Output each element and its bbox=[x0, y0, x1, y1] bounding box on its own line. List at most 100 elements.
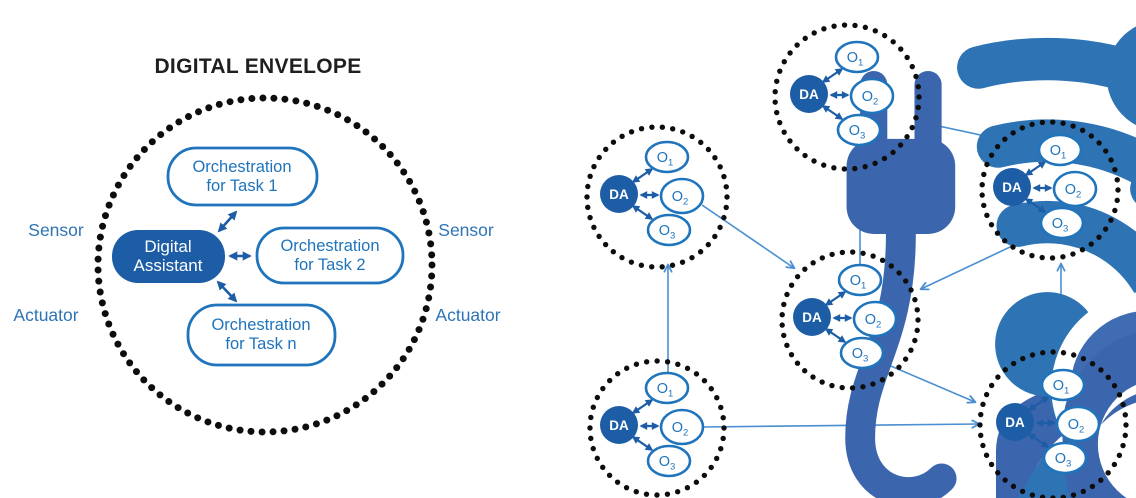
orchestrator-label: O1 bbox=[1053, 378, 1070, 397]
orchestrator-node bbox=[836, 113, 882, 147]
sensor-label: Sensor bbox=[28, 220, 84, 240]
da-orchestrator-arrow bbox=[821, 68, 844, 83]
orchestrator-node bbox=[852, 300, 898, 338]
orchestrator-label: O2 bbox=[865, 312, 882, 331]
diagram-title: DIGITAL ENVELOPE bbox=[154, 55, 361, 78]
da-orchestrator-arrow bbox=[824, 328, 847, 343]
actuator-label: Actuator bbox=[13, 305, 78, 325]
orchestrator-node bbox=[659, 408, 705, 446]
dotted-envelope-ring bbox=[772, 22, 922, 172]
orchestrator-label: O2 bbox=[862, 89, 879, 108]
orchestrator-node bbox=[834, 40, 880, 74]
orchestration-label-line: for Task n bbox=[225, 335, 296, 353]
orchestration-label-line: for Task 2 bbox=[294, 256, 365, 274]
orchestrator-label: O2 bbox=[1065, 182, 1082, 201]
da-node-label: DA bbox=[799, 87, 819, 102]
orchestrator-label: O1 bbox=[1050, 143, 1067, 162]
da-node bbox=[600, 406, 638, 444]
orchestrator-node bbox=[1042, 441, 1088, 475]
orchestrator-node bbox=[646, 444, 692, 478]
da-orchestrator-arrow bbox=[631, 399, 654, 414]
orchestrator-node bbox=[1055, 405, 1101, 443]
orchestrator-label: O3 bbox=[849, 123, 866, 142]
dotted-envelope-ring bbox=[779, 249, 921, 391]
da-node bbox=[996, 403, 1034, 441]
da-node-label: DA bbox=[609, 187, 629, 202]
actuator-label: Actuator bbox=[435, 305, 500, 325]
da-node bbox=[600, 175, 638, 213]
orchestrator-label: O3 bbox=[659, 223, 676, 242]
digital-assistant-label-line: Assistant bbox=[134, 256, 203, 275]
sensor-label: Sensor bbox=[438, 220, 494, 240]
orchestration-box bbox=[255, 226, 405, 285]
da-node-label: DA bbox=[802, 310, 822, 325]
da-orchestration-arrow bbox=[217, 210, 238, 233]
orchestration-label-line: Orchestration bbox=[211, 316, 310, 334]
da-orchestrator-arrow bbox=[821, 105, 844, 120]
dotted-envelope-ring bbox=[977, 349, 1129, 498]
da-orchestrator-arrow bbox=[631, 436, 654, 451]
orchestration-label-line: for Task 1 bbox=[206, 177, 277, 195]
orchestration-box bbox=[166, 146, 319, 207]
da-node-label: DA bbox=[1005, 415, 1025, 430]
orchestrator-node bbox=[837, 263, 883, 297]
dotted-envelope-ring bbox=[584, 124, 730, 270]
orchestration-label-line: Orchestration bbox=[192, 158, 291, 176]
orchestrator-node bbox=[1052, 170, 1098, 208]
orchestrator-node bbox=[1039, 206, 1085, 240]
da-orchestration-arrow bbox=[216, 280, 238, 303]
dotted-envelope-ring bbox=[587, 358, 727, 498]
orchestrator-node bbox=[659, 177, 705, 215]
orchestration-label-line: Orchestration bbox=[280, 237, 379, 255]
orchestrator-node bbox=[646, 213, 692, 247]
da-orchestrator-arrow bbox=[1027, 433, 1050, 448]
digital-assistant-box bbox=[112, 230, 225, 283]
da-node bbox=[793, 298, 831, 336]
orchestrator-label: O3 bbox=[1055, 451, 1072, 470]
orchestrator-label: O2 bbox=[672, 420, 689, 439]
orchestrator-label: O3 bbox=[852, 346, 869, 365]
digital-assistant-label-line: Digital bbox=[144, 237, 191, 256]
da-orchestrator-arrow bbox=[631, 168, 654, 183]
da-node-label: DA bbox=[609, 418, 629, 433]
orchestrator-node bbox=[1037, 133, 1083, 167]
dotted-envelope-ring bbox=[94, 94, 436, 436]
orchestrator-node bbox=[644, 140, 690, 174]
da-orchestrator-arrow bbox=[1024, 161, 1047, 176]
orchestrator-label: O1 bbox=[657, 381, 674, 400]
da-orchestrator-arrow bbox=[1024, 198, 1047, 213]
connection-ev-person-to-ev-home bbox=[702, 419, 981, 429]
da-node bbox=[790, 75, 828, 113]
da-orchestrator-arrow bbox=[1027, 396, 1050, 411]
da-node-label: DA bbox=[1002, 180, 1022, 195]
da-network: DAO1O2O3DAO1O2O3DAO1O2O3DAO1O2O3DAO1O2O3… bbox=[584, 0, 1136, 498]
orchestrator-label: O3 bbox=[659, 454, 676, 473]
da-node bbox=[993, 168, 1031, 206]
dotted-envelope-ring bbox=[979, 119, 1121, 261]
orchestrator-node bbox=[644, 371, 690, 405]
orchestrator-label: O1 bbox=[847, 50, 864, 69]
orchestrator-label: O1 bbox=[657, 150, 674, 169]
orchestrator-label: O2 bbox=[1068, 417, 1085, 436]
orchestrator-node bbox=[839, 336, 885, 370]
connection-ev-grid-to-ev-home bbox=[878, 360, 977, 404]
orchestration-box bbox=[186, 303, 337, 367]
orchestrator-node bbox=[849, 77, 895, 115]
orchestrator-label: O2 bbox=[672, 189, 689, 208]
da-orchestrator-arrow bbox=[824, 291, 847, 306]
